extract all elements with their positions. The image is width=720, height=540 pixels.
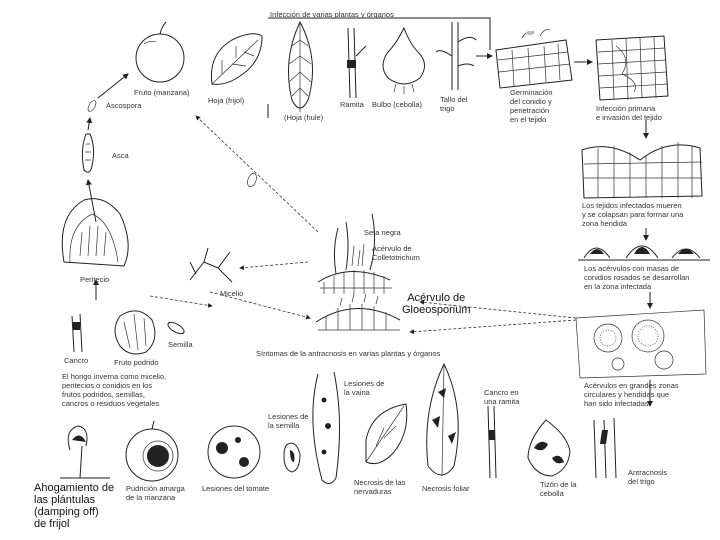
- tomato-lesions-label: Lesiones del tomate: [202, 484, 269, 493]
- pod-lesions-label: Lesiones de la vaina: [344, 379, 384, 397]
- acervuli-masses-label: Los acérvulos con masas de conidios rosa…: [584, 264, 689, 291]
- rotten-fruit-label: Fruto podrido: [114, 358, 159, 367]
- primary-infection-tissue-drawing: [596, 36, 668, 100]
- seed-drawing: [166, 320, 186, 336]
- rotten-fruit-drawing: [115, 311, 155, 354]
- ascus-label: Asca: [112, 151, 129, 160]
- vein-necrosis-label: Necrosis de las nervaduras: [354, 478, 405, 496]
- tomato-lesions-drawing: [208, 426, 260, 478]
- acervuli-bumps-drawing: [578, 246, 710, 260]
- bean-leaf-label: Hoja (frijol): [208, 96, 244, 105]
- fruit-label: Fruto (manzana): [134, 88, 189, 97]
- mycelium-label: Micelio: [220, 289, 243, 298]
- gloeosporium-label: Acérvulo de Gloeosporium: [402, 292, 470, 316]
- bulb-label: Bulbo (cebolla): [372, 100, 422, 109]
- stem-label: Tallo del trigo: [440, 95, 468, 113]
- colletotrichum-label: Acérvulo de Colletotrichum: [372, 244, 420, 262]
- seed-lesions-drawing: [284, 443, 300, 472]
- ascospore-label: Ascospora: [106, 101, 141, 110]
- pod-lesions-drawing: [313, 372, 340, 484]
- onion-blight-label: Tizón de la cebolla: [540, 480, 576, 498]
- wheat-anthracnose-label: Antracnosis del trigo: [628, 468, 667, 486]
- rubber-leaf-label: (Hoja (hule): [284, 113, 323, 122]
- canker-drawing: [72, 314, 82, 352]
- canker-label: Cancro: [64, 356, 88, 365]
- wheat-anthracnose-drawing: [594, 418, 616, 478]
- vein-necrosis-leaf-drawing: [366, 404, 407, 464]
- symptoms-label: Síntomas de la antracnosis en varias pla…: [256, 349, 440, 358]
- bean-leaf-drawing: [211, 34, 262, 85]
- damping-off-drawing: [60, 426, 110, 478]
- perithecium-label: Peritecio: [80, 275, 109, 284]
- twig-canker-label: Cancro en una ramita: [484, 388, 519, 406]
- collapsed-tissue-drawing: [582, 142, 702, 198]
- foliar-necrosis-label: Necrosis foliar: [422, 484, 470, 493]
- twig-canker-drawing: [488, 406, 496, 478]
- apple-drawing: [136, 22, 184, 82]
- ascus-drawing: [82, 134, 93, 172]
- overwinter-label: El hongo inverna como micelio, peritecio…: [62, 372, 166, 408]
- rubber-leaf-drawing: [288, 22, 312, 112]
- top-title-label: Infección de varias plantas y órganos: [270, 10, 394, 19]
- primary-infection-label: Infección primaria e invasión del tejido: [596, 104, 662, 122]
- bitter-rot-apple-drawing: [126, 421, 178, 481]
- bitter-rot-label: Pudrición amarga de la manzana: [126, 484, 185, 502]
- seed-label: Semilla: [168, 340, 193, 349]
- germination-tissue-drawing: [496, 30, 572, 88]
- collapsed-tissue-label: Los tejidos infectados mueren y se colap…: [582, 201, 683, 228]
- ascospore-drawing: [86, 99, 97, 112]
- twig-drawing: [347, 28, 366, 98]
- onion-blight-drawing: [528, 420, 570, 476]
- germination-label: Germinación del conidio y penetración en…: [510, 88, 553, 124]
- circular-acervuli-drawing: [576, 310, 706, 378]
- damping-off-label: Ahogamiento de las plántulas (damping of…: [34, 482, 114, 530]
- twig-label: Ramita: [340, 100, 364, 109]
- wheat-stem-drawing: [436, 22, 476, 90]
- gloeosporium-acervulus-drawing: [316, 294, 400, 330]
- foliar-necrosis-leaf-drawing: [427, 364, 459, 476]
- mycelium-drawing: [190, 248, 232, 282]
- black-seta-label: Seta negra: [364, 228, 401, 237]
- onion-bulb-drawing: [383, 28, 425, 94]
- large-acervuli-label: Acérvulos en grandes zonas circulares y …: [584, 381, 679, 408]
- seed-lesions-label: Lesiones de la semilla: [268, 412, 308, 430]
- perithecium-drawing: [62, 199, 128, 266]
